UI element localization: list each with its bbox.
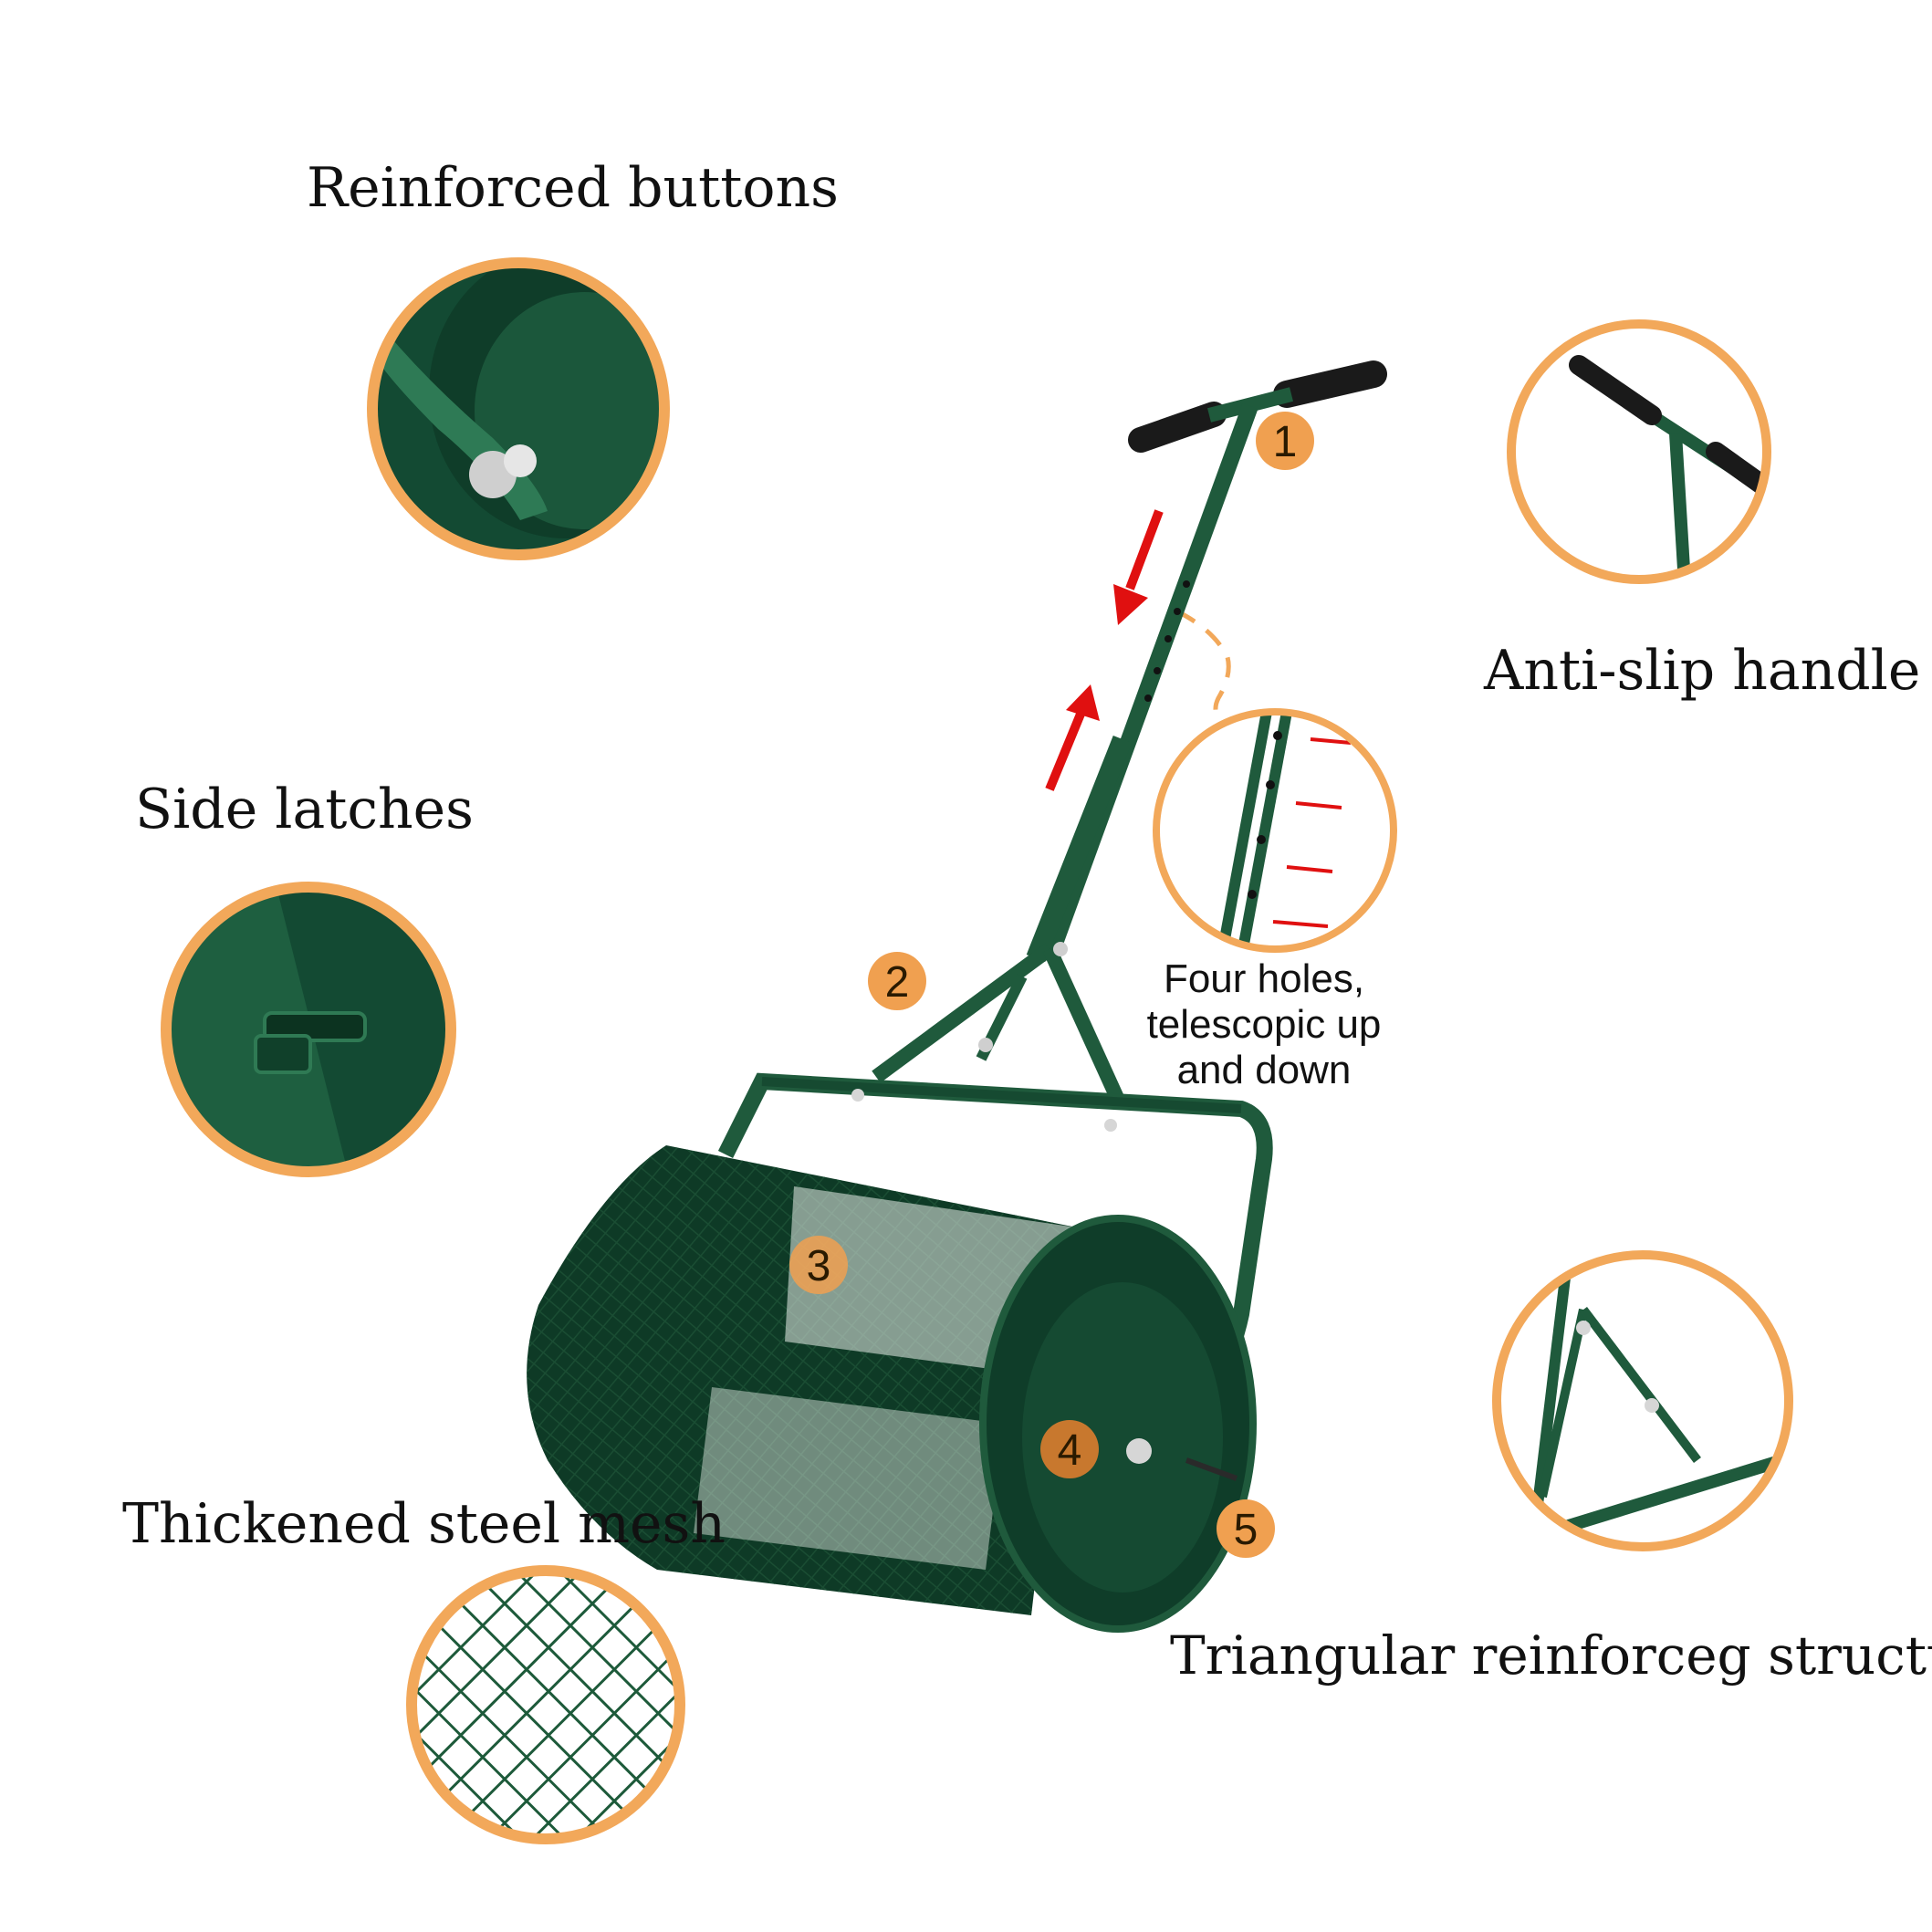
svg-text:5: 5 — [1234, 1506, 1258, 1554]
svg-text:3: 3 — [807, 1242, 831, 1290]
telescopic-note-line-1: Four holes, — [1163, 956, 1365, 1001]
caption-reinforced-buttons: Reinforced buttons — [307, 156, 839, 220]
svg-text:2: 2 — [885, 958, 910, 1007]
adjust-arrows — [1045, 509, 1164, 791]
badge-5: 5 — [1217, 1499, 1275, 1558]
caption-anti-slip-handle: Anti-slip handle — [1484, 639, 1921, 703]
arrow-down-icon — [1113, 509, 1164, 625]
right-grip — [1273, 360, 1387, 408]
telescopic-note-line-2: telescopic up — [1146, 1002, 1382, 1047]
caption-triangular-structure: Triangular reinforceg structure — [1170, 1624, 1932, 1687]
telescopic-holes-detail — [1153, 608, 1397, 953]
arrow-up-icon — [1045, 684, 1100, 791]
telescopic-note-line-3: and down — [1176, 1048, 1352, 1092]
svg-text:4: 4 — [1058, 1426, 1082, 1475]
anti-slip-handle-detail — [1507, 319, 1771, 584]
svg-text:1: 1 — [1273, 418, 1298, 466]
triangular-structure-detail — [1492, 1250, 1793, 1551]
side-latches-detail — [161, 882, 456, 1177]
badge-3: 3 — [789, 1236, 848, 1294]
badge-2: 2 — [868, 952, 926, 1010]
telescopic-note: Four holes, telescopic up and down — [1113, 956, 1415, 1093]
reinforced-buttons-detail — [367, 257, 670, 560]
caption-side-latches: Side latches — [135, 778, 474, 841]
caption-thickened-steel-mesh: Thickened steel mesh — [122, 1492, 726, 1556]
lawn-roller-product — [527, 360, 1387, 1633]
badge-4: 4 — [1040, 1420, 1099, 1478]
badge-1: 1 — [1256, 412, 1314, 470]
left-grip — [1128, 402, 1227, 453]
steel-mesh-detail — [406, 1565, 685, 1844]
